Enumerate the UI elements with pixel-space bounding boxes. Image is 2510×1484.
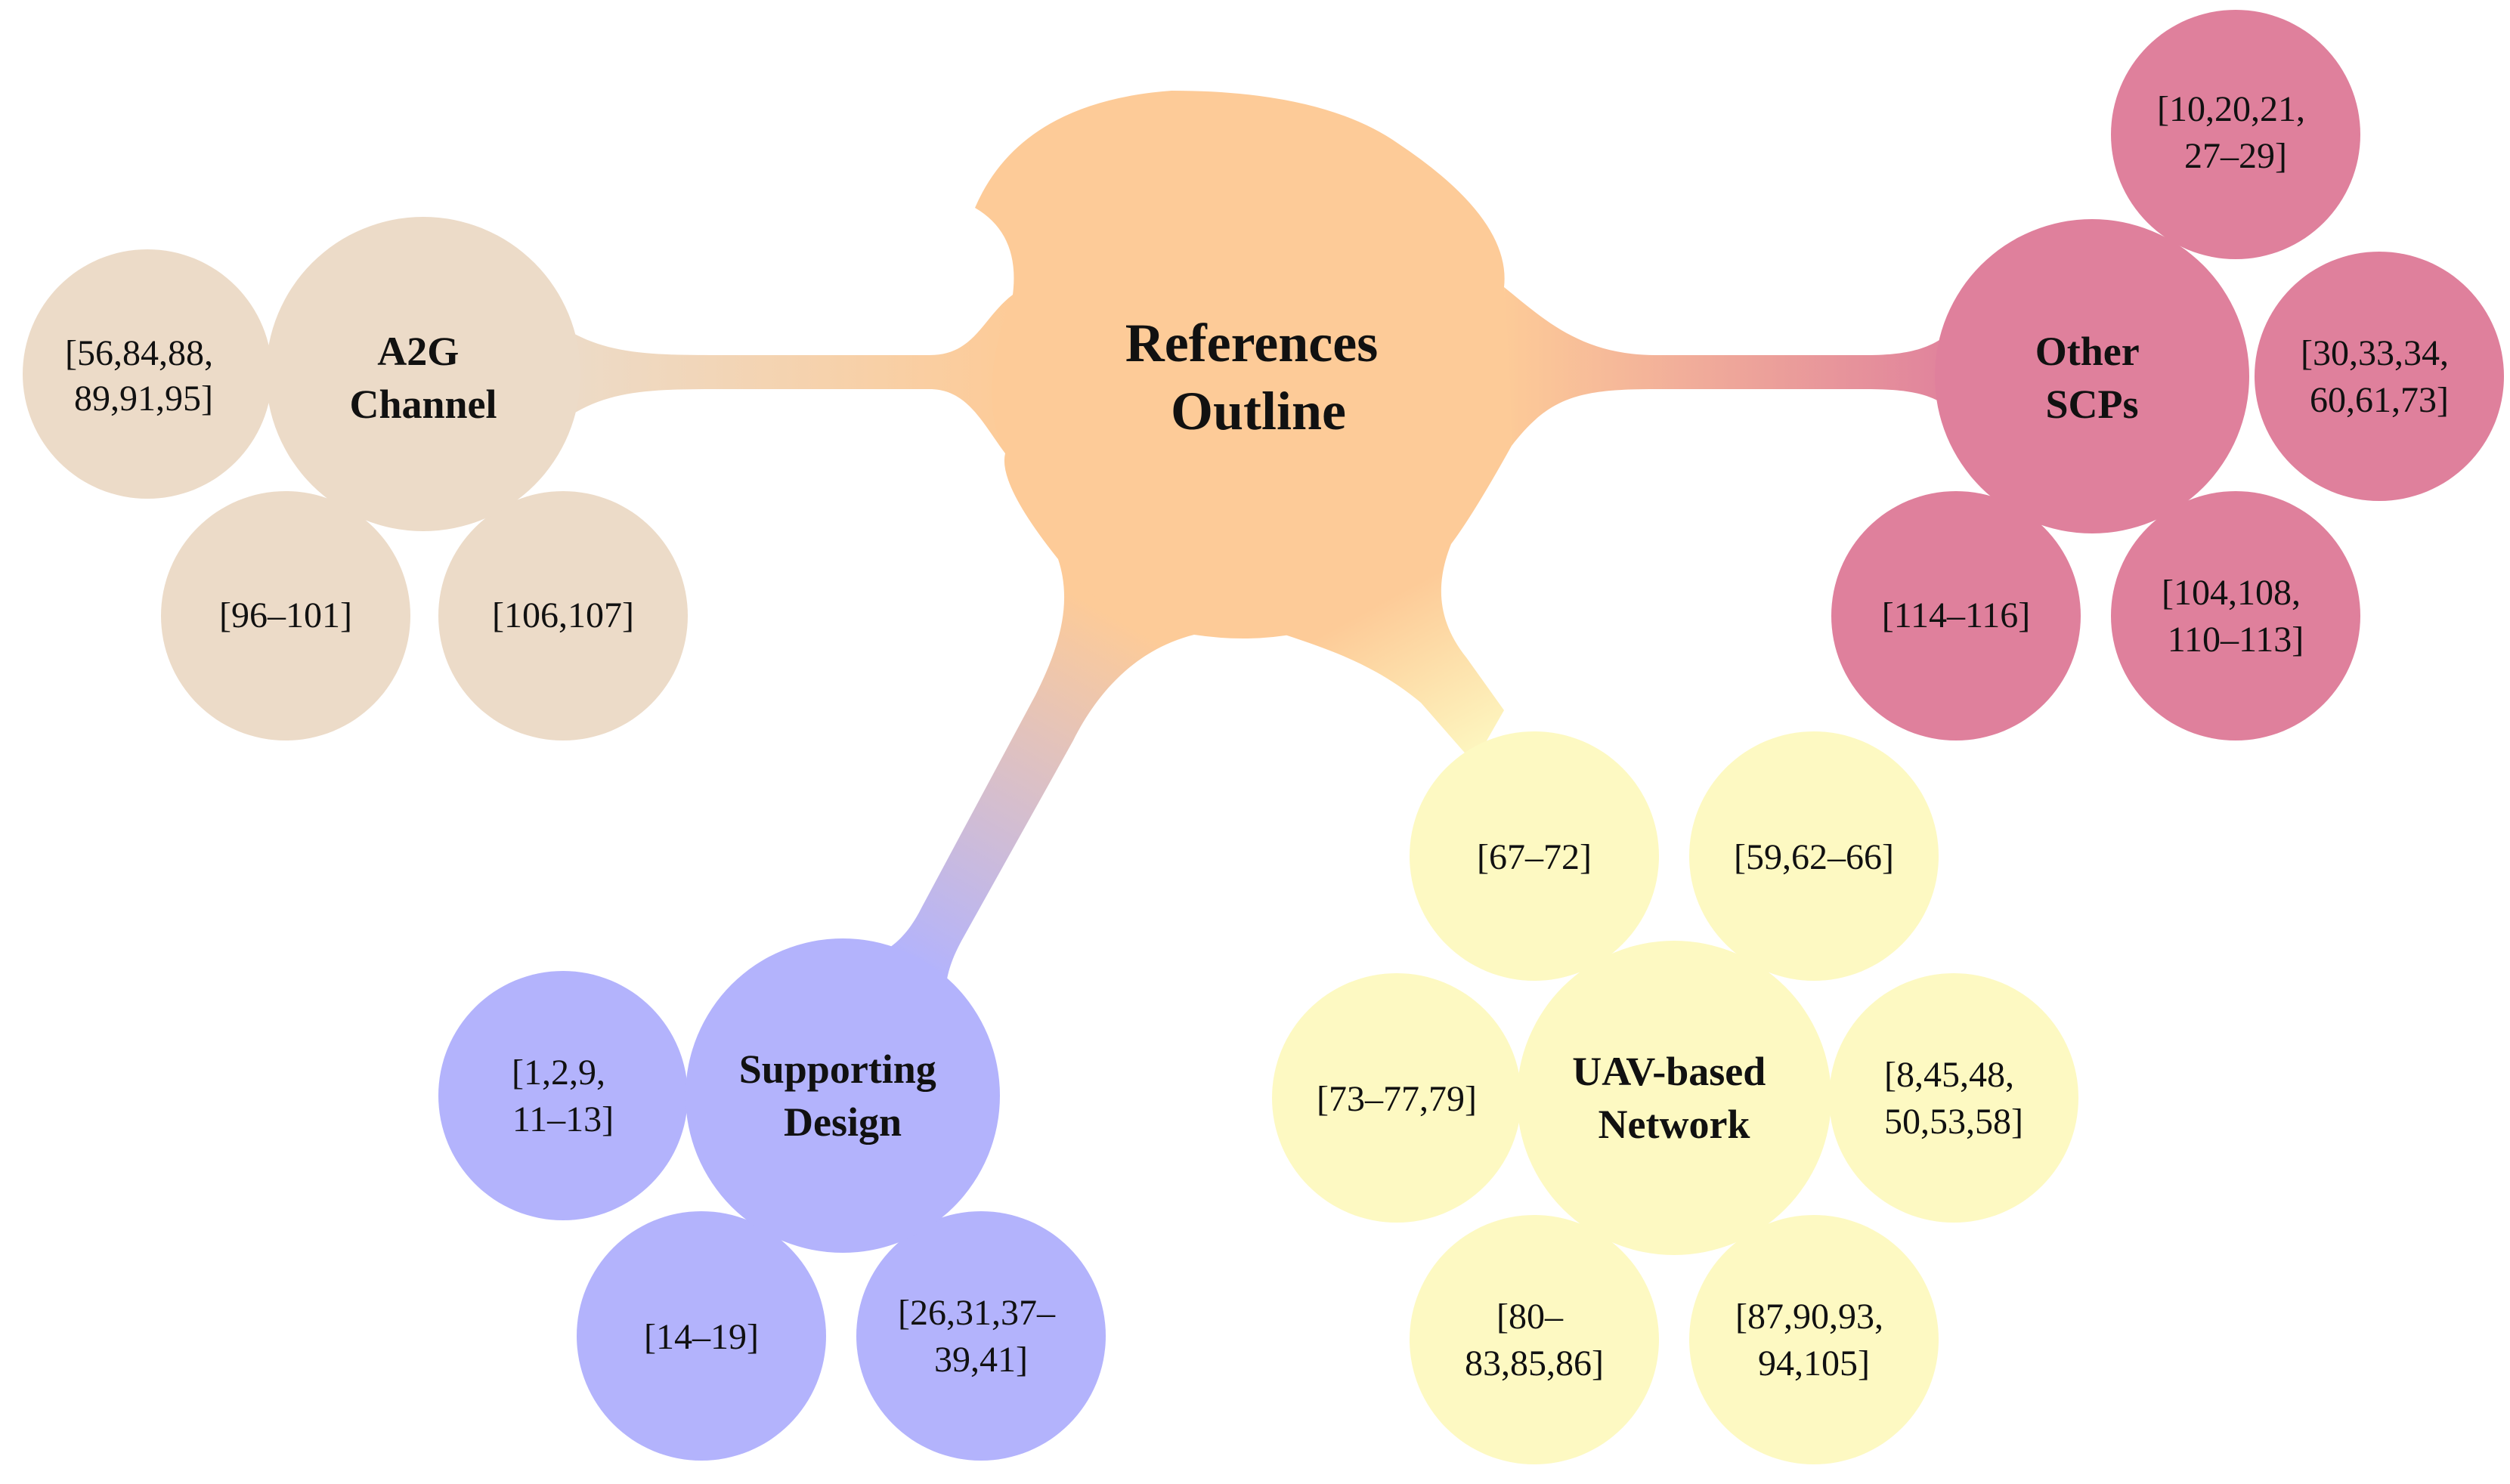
leaf-circle-uav-5: [1410, 1215, 1659, 1464]
branch-uav-based-network: UAV-based Network [67–72] [59,62–66] [73…: [1272, 731, 2078, 1464]
leaf-label-uav-4: [8,45,48, 50,53,58]: [1884, 1055, 2023, 1142]
leaf-label-uav-6: [87,90,93, 94,105]: [1735, 1297, 1893, 1384]
leaf-label-uav-3: [73–77,79]: [1317, 1079, 1477, 1119]
leaf-label-scp-3: [104,108, 110–113]: [2162, 573, 2310, 660]
leaf-circle-scp-2: [2255, 252, 2504, 501]
leaf-label-uav-5: [80– 83,85,86]: [1465, 1297, 1604, 1384]
leaf-label-uav-1: [67–72]: [1477, 837, 1592, 877]
connectors: [559, 287, 1965, 1005]
leaf-uav-6-line-1: [87,90,93,: [1735, 1297, 1883, 1337]
hub-label-scp: Other SCPs: [2035, 329, 2149, 427]
leaf-scp-3-line-1: [104,108,: [2162, 573, 2301, 613]
branch-other-scps: Other SCPs [10,20,21, 27–29] [30,33,34, …: [1831, 10, 2504, 740]
leaf-circle-support-1: [438, 971, 688, 1220]
hub-scp-line-1: Other: [2035, 329, 2139, 374]
leaf-uav-3-line-1: [73–77,79]: [1317, 1079, 1477, 1119]
leaf-uav-5-line-2: 83,85,86]: [1465, 1343, 1604, 1384]
leaf-circle-a2g-1: [23, 249, 272, 499]
hub-circle-uav: [1517, 941, 1831, 1255]
leaf-label-scp-4: [114–116]: [1882, 595, 2030, 635]
hub-label-uav: UAV-based Network: [1572, 1049, 1776, 1147]
leaf-circle-scp-3: [2111, 491, 2360, 740]
leaf-uav-4-line-1: [8,45,48,: [1884, 1055, 2014, 1095]
branch-a2g-channel: A2G Channel [56,84,88, 89,91,95] [96–101…: [23, 217, 688, 740]
hub-circle-scp: [1935, 219, 2249, 533]
connector-a2g: [559, 295, 1013, 453]
leaf-circle-uav-1: [1410, 731, 1659, 981]
hub-support-line-2: Design: [784, 1099, 902, 1145]
leaf-circle-uav-3: [1272, 973, 1521, 1223]
leaf-a2g-1-line-2: 89,91,95]: [74, 379, 213, 419]
leaf-uav-6-line-2: 94,105]: [1758, 1343, 1870, 1384]
leaf-label-a2g-1: [56,84,88, 89,91,95]: [65, 333, 222, 419]
leaf-scp-2-line-1: [30,33,34,: [2301, 333, 2449, 373]
leaf-support-3-line-1: [26,31,37–: [898, 1293, 1056, 1333]
leaf-circle-a2g-3: [438, 491, 688, 740]
leaf-support-3-line-2: 39,41]: [934, 1340, 1028, 1380]
leaf-label-a2g-2: [96–101]: [219, 595, 352, 635]
leaf-scp-3-line-2: 110–113]: [2168, 620, 2304, 660]
leaf-label-uav-2: [59,62–66]: [1734, 837, 1894, 877]
hub-support-line-1: Supporting: [739, 1047, 936, 1092]
leaf-scp-1-line-2: 27–29]: [2184, 136, 2287, 176]
leaf-uav-2-line-1: [59,62–66]: [1734, 837, 1894, 877]
branch-supporting-design: Supporting Design [1,2,9, 11–13] [14–19]…: [438, 938, 1106, 1461]
center-node: References Outline: [975, 91, 1512, 638]
hub-circle-support: [686, 938, 1000, 1253]
leaf-support-2-line-1: [14–19]: [644, 1317, 759, 1357]
leaf-scp-2-line-2: 60,61,73]: [2310, 380, 2449, 420]
center-line-2: Outline: [1171, 381, 1346, 441]
leaf-circle-support-3: [856, 1211, 1106, 1461]
connector-support: [869, 559, 1194, 1005]
leaf-uav-1-line-1: [67–72]: [1477, 837, 1592, 877]
leaf-circle-a2g-2: [161, 491, 410, 740]
leaf-a2g-1-line-1: [56,84,88,: [65, 333, 213, 373]
hub-circle-a2g: [266, 217, 580, 531]
leaf-support-1-line-1: [1,2,9,: [512, 1053, 605, 1093]
leaf-label-support-1: [1,2,9, 11–13]: [512, 1053, 614, 1139]
hub-uav-line-1: UAV-based: [1572, 1049, 1766, 1094]
center-label: References Outline: [1125, 313, 1391, 441]
leaf-circle-uav-2: [1689, 731, 1939, 981]
center-line-1: References: [1125, 313, 1378, 373]
leaf-circle-uav-4: [1829, 973, 2078, 1223]
leaf-support-1-line-2: 11–13]: [512, 1099, 614, 1139]
leaf-label-support-3: [26,31,37– 39,41]: [898, 1293, 1064, 1380]
hub-a2g-line-2: Channel: [349, 382, 497, 427]
hub-uav-line-2: Network: [1599, 1102, 1750, 1147]
leaf-uav-5-line-1: [80–: [1496, 1297, 1564, 1337]
hub-label-support: Supporting Design: [739, 1047, 947, 1145]
leaf-circle-scp-1: [2111, 10, 2360, 259]
leaf-circle-uav-6: [1689, 1215, 1939, 1464]
hub-a2g-line-1: A2G: [377, 329, 459, 374]
leaf-label-a2g-3: [106,107]: [492, 595, 634, 635]
connector-scp: [1504, 287, 1965, 446]
hub-label-a2g: A2G Channel: [349, 329, 497, 427]
leaf-scp-1-line-1: [10,20,21,: [2157, 89, 2305, 129]
leaf-label-support-2: [14–19]: [644, 1317, 759, 1357]
leaf-circle-scp-4: [1831, 491, 2081, 740]
hub-scp-line-2: SCPs: [2045, 382, 2138, 427]
leaf-a2g-3-line-1: [106,107]: [492, 595, 634, 635]
connector-uav: [1285, 544, 1504, 763]
leaf-circle-support-2: [577, 1211, 826, 1461]
leaf-label-scp-2: [30,33,34, 60,61,73]: [2301, 333, 2458, 420]
leaf-a2g-2-line-1: [96–101]: [219, 595, 352, 635]
center-shape: [975, 91, 1512, 638]
leaf-scp-4-line-1: [114–116]: [1882, 595, 2030, 635]
leaf-label-scp-1: [10,20,21, 27–29]: [2157, 89, 2314, 176]
leaf-uav-4-line-2: 50,53,58]: [1884, 1102, 2023, 1142]
